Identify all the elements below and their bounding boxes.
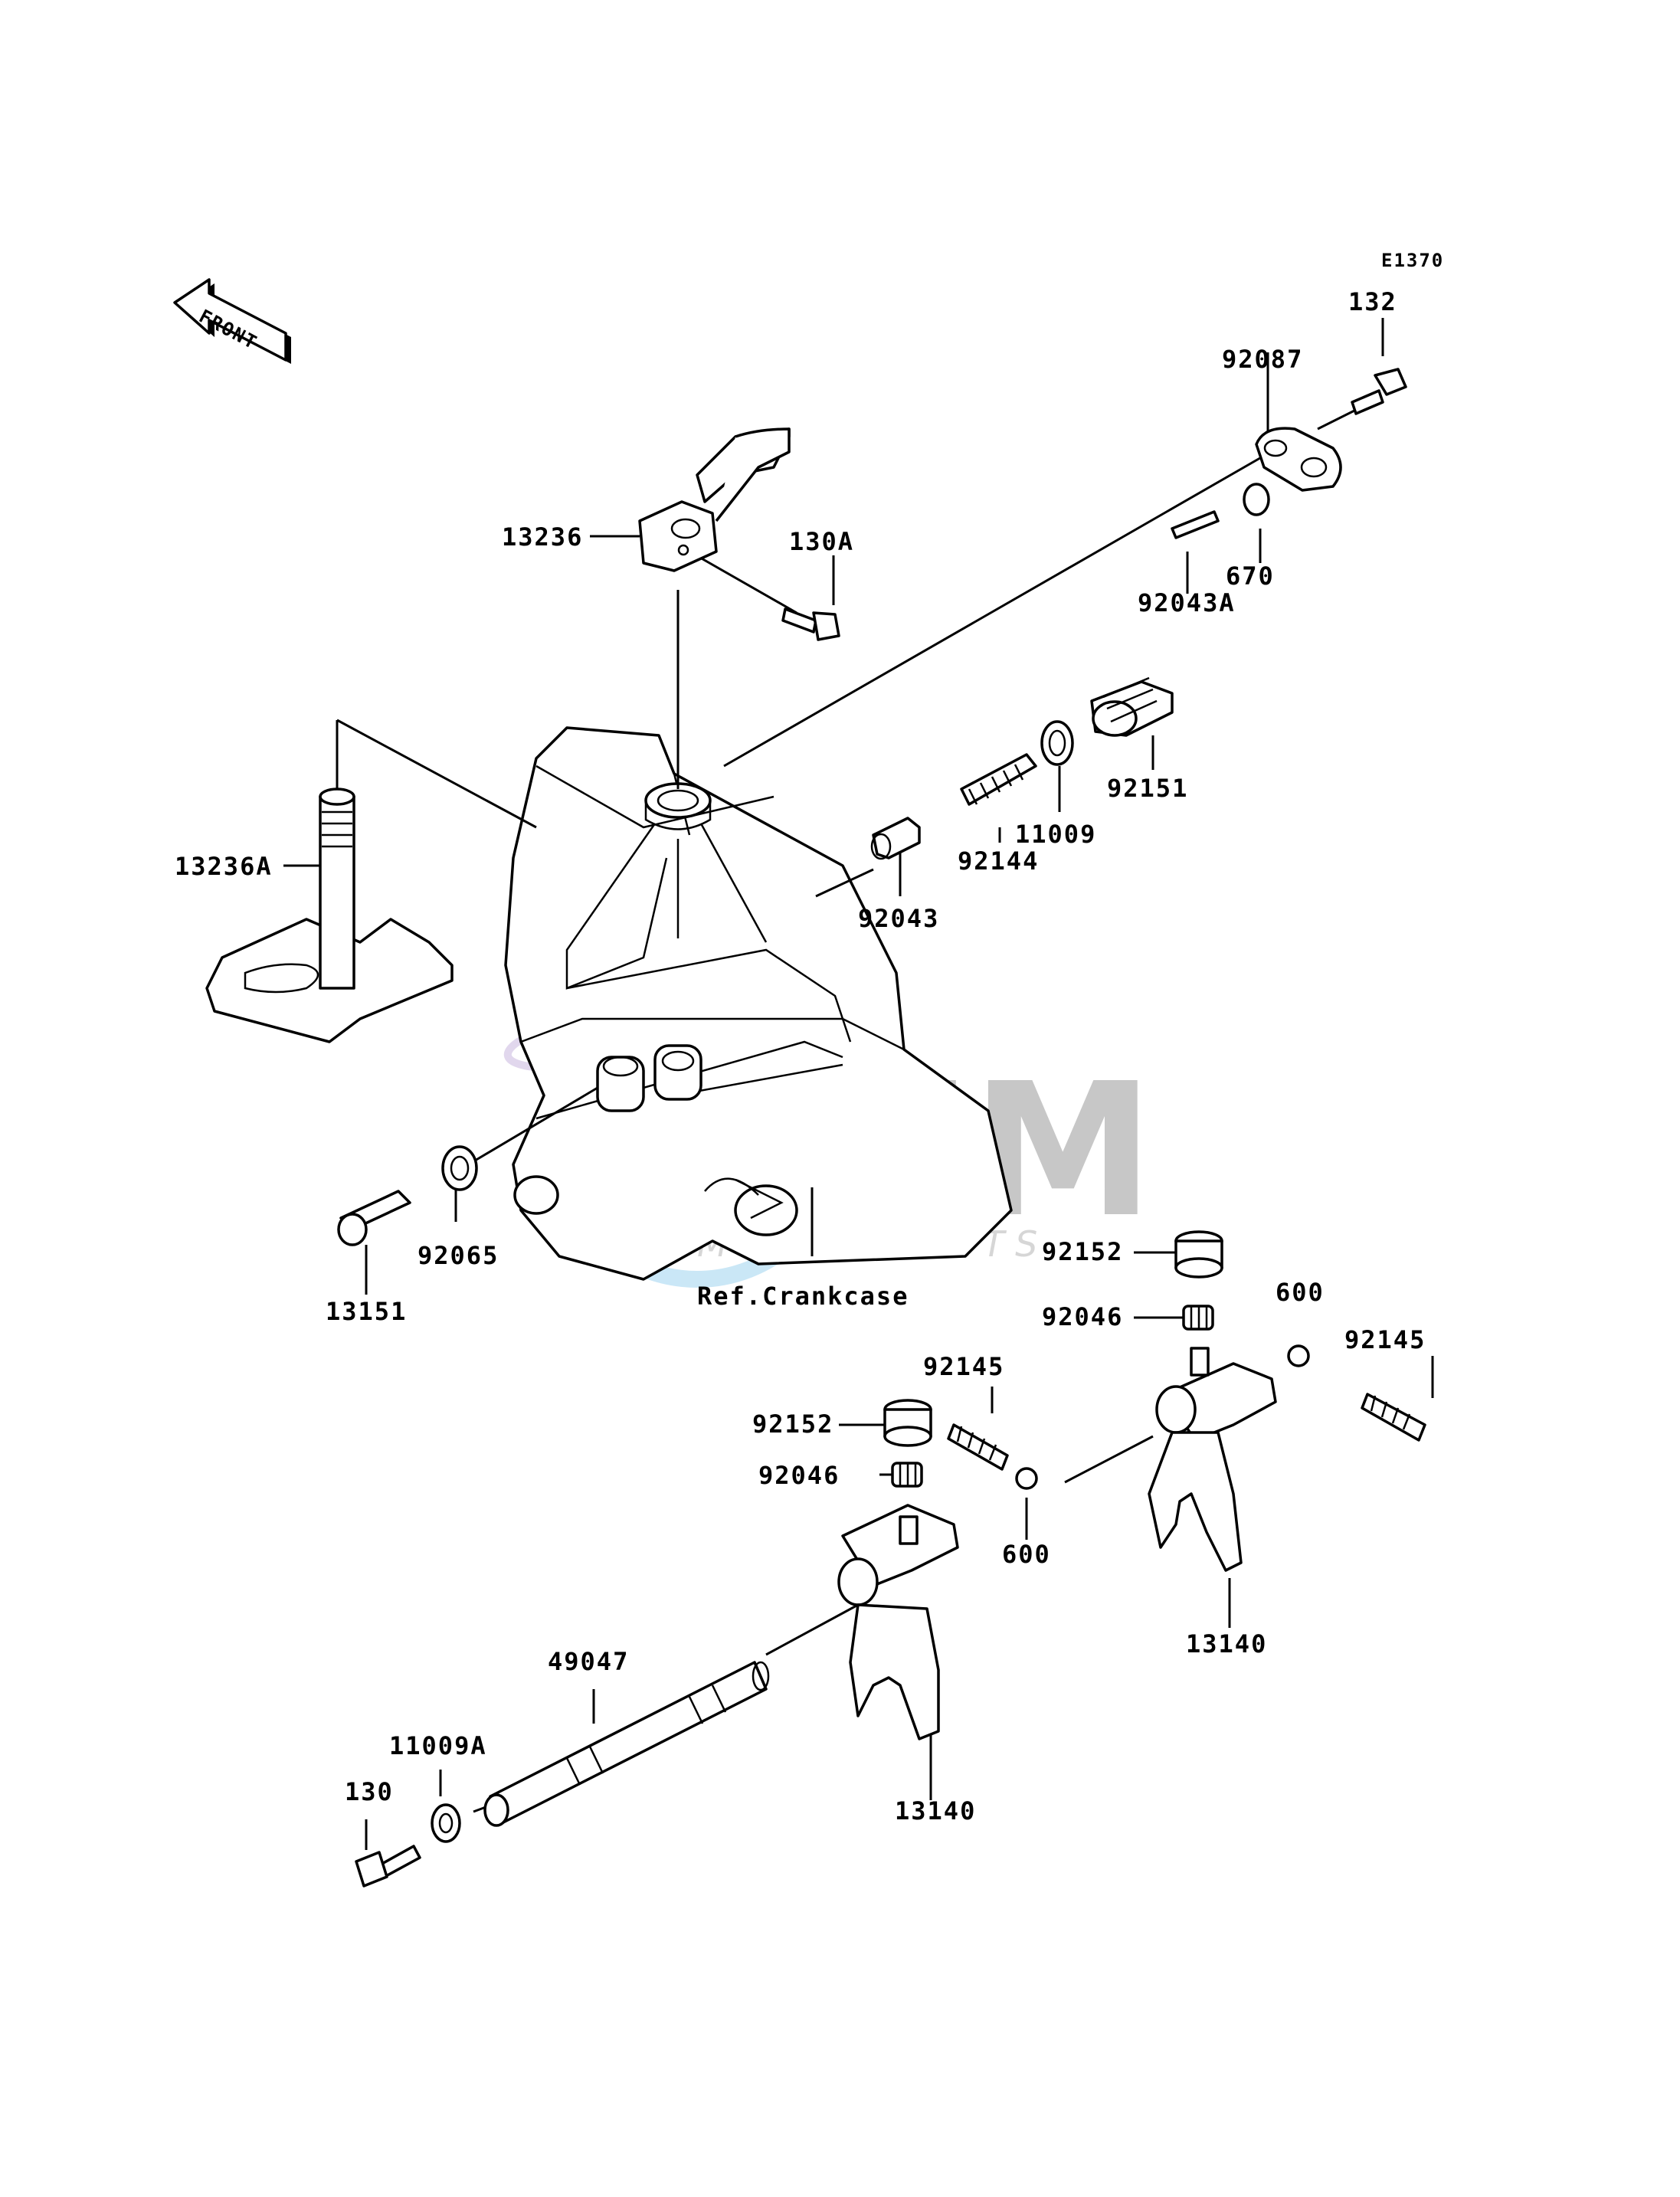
label-92145-left: 92145 [923, 1352, 1004, 1381]
label-92152-lower: 92152 [752, 1410, 833, 1439]
label-92152-upper: 92152 [1042, 1237, 1123, 1266]
part-13236A-shift-shaft [205, 787, 454, 1043]
part-92046-bearing-upper [1182, 1305, 1214, 1331]
label-92151: 92151 [1107, 774, 1188, 803]
label-92144: 92144 [958, 846, 1039, 876]
label-92046-lower: 92046 [758, 1461, 840, 1490]
label-13140-lower: 13140 [895, 1796, 976, 1825]
label-92145-right: 92145 [1344, 1325, 1426, 1354]
leader-lines [283, 318, 1434, 1850]
label-11009: 11009 [1015, 820, 1096, 849]
part-11009A-washer [431, 1803, 461, 1843]
part-600-ball-lower [1015, 1467, 1038, 1490]
label-130: 130 [345, 1777, 394, 1806]
part-13151-neutral-switch [337, 1190, 411, 1246]
label-ref-crankcase: Ref.Crankcase [697, 1282, 909, 1311]
label-13236A: 13236A [175, 852, 273, 881]
label-92043: 92043 [858, 904, 939, 933]
label-13151: 13151 [326, 1297, 407, 1326]
label-92043A: 92043A [1138, 588, 1236, 617]
part-92043-plunger [870, 817, 921, 860]
part-13140-fork-lower [837, 1504, 959, 1740]
label-600-lower: 600 [1002, 1540, 1051, 1569]
part-670-oring [1243, 483, 1270, 516]
part-92144-spring [960, 753, 1037, 806]
label-600-upper: 600 [1276, 1278, 1325, 1307]
part-130A-bolt [781, 607, 840, 641]
label-130A: 130A [789, 527, 854, 556]
part-92152-collar-lower [883, 1399, 932, 1447]
label-670: 670 [1226, 562, 1275, 591]
label-13236: 13236 [502, 522, 583, 552]
part-130-bolt [355, 1845, 421, 1888]
label-92046-upper: 92046 [1042, 1302, 1123, 1331]
part-600-ball-upper [1287, 1344, 1310, 1367]
crankcase [504, 726, 1013, 1281]
part-92151-plug [1090, 676, 1174, 737]
part-92043A-pin [1171, 510, 1220, 539]
part-13236-lever [638, 427, 791, 572]
label-49047: 49047 [548, 1647, 629, 1676]
label-132: 132 [1348, 287, 1397, 316]
label-92087: 92087 [1222, 345, 1303, 374]
part-92046-bearing-lower [891, 1462, 923, 1488]
label-13140-upper: 13140 [1186, 1629, 1267, 1658]
part-49047-fork-shaft [483, 1661, 770, 1827]
label-92065: 92065 [418, 1241, 499, 1270]
front-arrow-icon: FRONT [173, 278, 291, 364]
diagram-code: E1370 [1381, 250, 1444, 271]
part-92087-plate [1255, 427, 1342, 492]
label-11009A: 11009A [389, 1731, 487, 1760]
part-92152-collar-upper [1174, 1230, 1223, 1279]
part-92145-spring-right [1361, 1393, 1426, 1442]
part-92145-spring-left [947, 1423, 1009, 1471]
part-11009-washer [1040, 720, 1074, 766]
part-92065-gasket [441, 1145, 478, 1191]
part-132-bolt [1351, 368, 1407, 415]
part-13140-fork-upper [1148, 1347, 1277, 1572]
part-labels: 132 92087 13236 130A 92043A 670 92151 11… [175, 287, 1426, 1825]
